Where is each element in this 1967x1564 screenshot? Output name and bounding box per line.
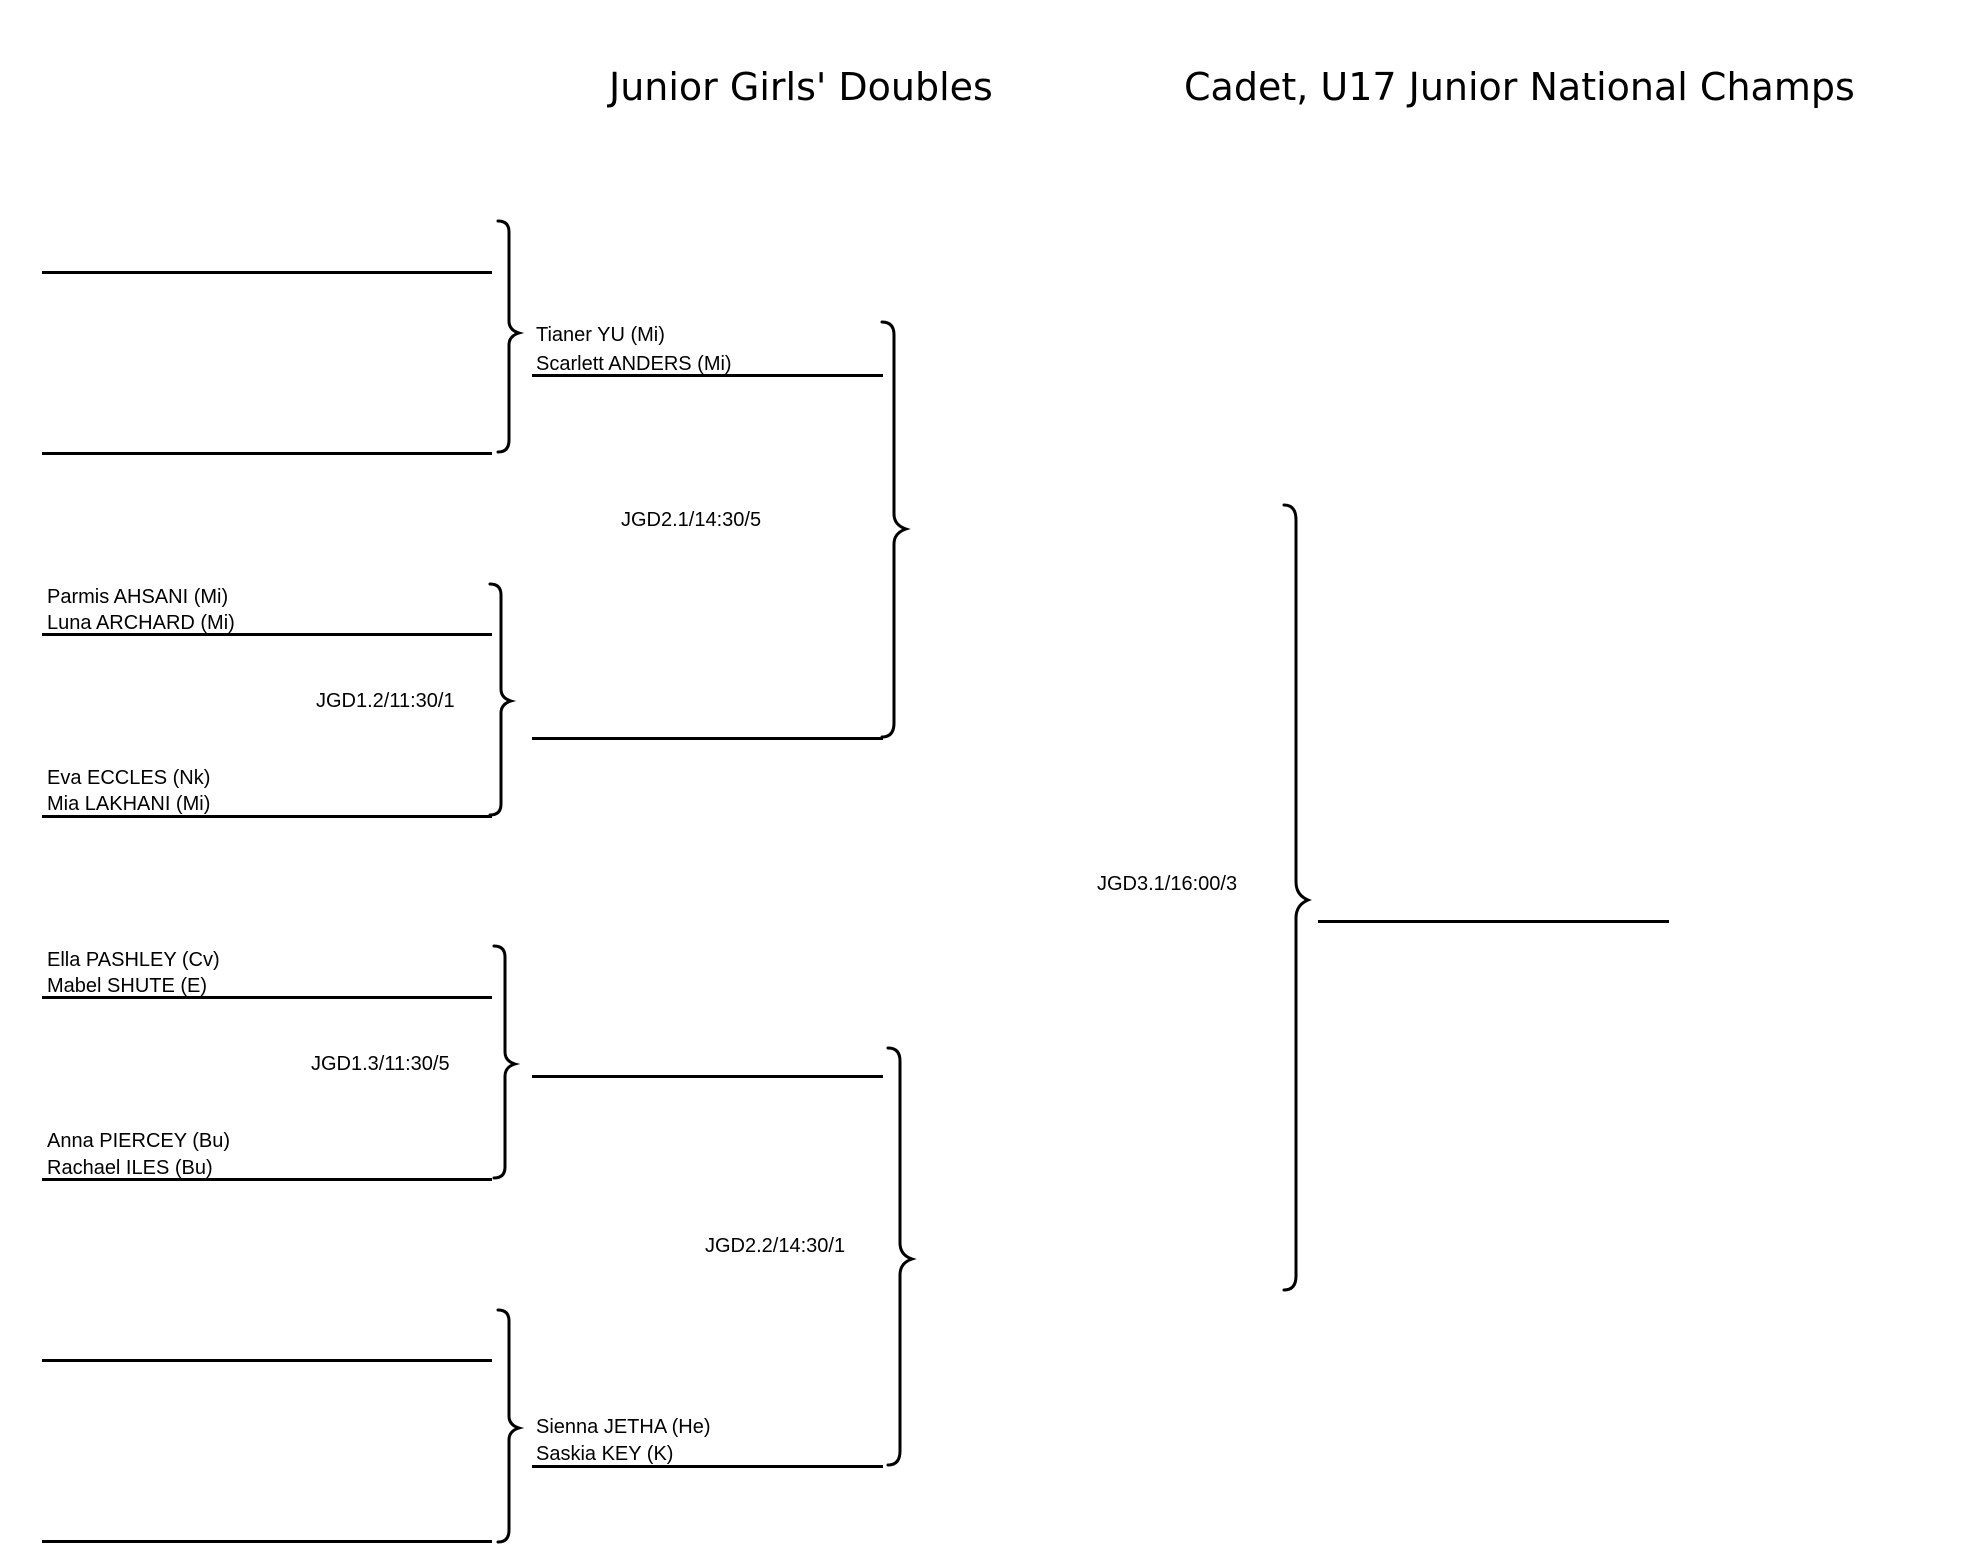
round2-slot-player2: Saskia KEY (K) [536,1443,674,1465]
round1-slot-player2: Mabel SHUTE (E) [47,975,208,997]
round2-brace [880,320,911,739]
round1-slot-line [42,271,492,274]
round1-brace [492,944,521,1180]
round1-slot-player1: Anna PIERCEY (Bu) [47,1130,231,1152]
round2-match-label: JGD2.2/14:30/1 [705,1235,846,1257]
round2-slot-line [532,374,883,377]
round1-slot-player2: Luna ARCHARD (Mi) [47,612,235,634]
round1-slot-player2: Mia LAKHANI (Mi) [47,793,211,815]
round1-slot-line [42,815,492,818]
round1-brace [496,219,525,454]
round1-slot-line [42,1178,492,1181]
round2-match-label: JGD2.1/14:30/5 [621,509,762,531]
round2-slot-player1: Tianer YU (Mi) [536,324,665,346]
competition-title: Cadet, U17 Junior National Champs [1184,65,1855,109]
round2-slot-line [532,1465,883,1468]
round1-brace [496,1308,525,1544]
round1-slot-player1: Eva ECCLES (Nk) [47,767,211,789]
round3-brace [1282,503,1312,1292]
round2-brace [886,1046,917,1467]
round1-brace [488,582,517,817]
round2-slot-line [532,737,883,740]
event-title: Junior Girls' Doubles [609,65,993,109]
round1-match-label: JGD1.3/11:30/5 [311,1053,450,1075]
round1-slot-player1: Ella PASHLEY (Cv) [47,949,220,971]
round3-match-label: JGD3.1/16:00/3 [1097,873,1238,895]
round2-slot-player1: Sienna JETHA (He) [536,1416,711,1438]
final-winner-line [1318,920,1669,923]
round1-slot-line [42,1540,492,1543]
round2-slot-player2: Scarlett ANDERS (Mi) [536,353,732,375]
round1-slot-line [42,1359,492,1362]
round1-slot-line [42,633,492,636]
round1-match-label: JGD1.2/11:30/1 [316,690,455,712]
round1-slot-player1: Parmis AHSANI (Mi) [47,586,229,608]
round1-slot-player2: Rachael ILES (Bu) [47,1157,213,1179]
round1-slot-line [42,996,492,999]
round1-slot-line [42,452,492,455]
round2-slot-line [532,1075,883,1078]
